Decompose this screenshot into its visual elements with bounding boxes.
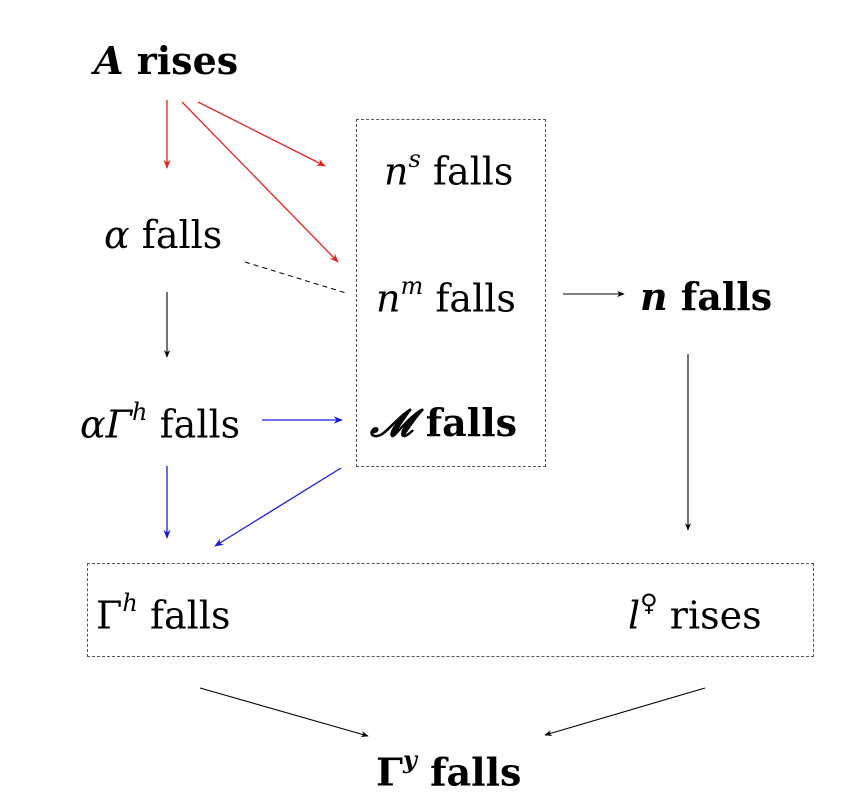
node-gamma-y-symbol: Γ: [376, 749, 403, 795]
node-alpha-gamma-h-falls: αΓh falls: [80, 400, 241, 447]
node-ns-sup: s: [408, 145, 421, 173]
edge-gh-to-gy: [199, 687, 369, 738]
node-ns-falls: ns falls: [384, 147, 514, 194]
node-gamma-y-text: falls: [430, 749, 522, 795]
node-l-text: rises: [669, 593, 762, 638]
node-nm-falls: nm falls: [376, 274, 516, 321]
edge-a-to-ns: [197, 101, 326, 167]
node-gamma-y-falls: Γy falls: [376, 748, 522, 795]
node-M-text: falls: [425, 400, 518, 445]
node-ns-symbol: n: [384, 149, 409, 194]
node-l-sup: ♀: [640, 589, 658, 617]
node-alpha-text: falls: [141, 213, 223, 257]
node-nm-sup: m: [400, 272, 424, 300]
edge-a-to-nm: [181, 101, 339, 263]
node-M-falls: 𝓜 falls: [370, 404, 517, 442]
gamma-l-group-box: [87, 563, 814, 657]
node-nm-symbol: n: [376, 276, 401, 321]
node-alpha-gamma-sup: h: [132, 398, 148, 426]
node-gamma-h-sup: h: [122, 589, 138, 617]
node-l-symbol: l: [628, 593, 641, 638]
edge-alpha-to-nm: [244, 261, 347, 294]
node-a-text: rises: [136, 38, 239, 83]
node-M-symbol: 𝓜: [370, 400, 413, 445]
n-group-box: [356, 119, 546, 467]
node-alpha-gamma-symbol: αΓ: [80, 402, 133, 447]
node-gamma-y-sup: y: [402, 745, 417, 774]
edge-l-to-gy: [544, 687, 706, 737]
node-gamma-h-symbol: Γ: [96, 593, 123, 638]
node-gamma-h-falls: Γh falls: [96, 591, 231, 638]
node-n-falls: n falls: [640, 278, 772, 316]
edge-M-to-gh: [214, 467, 342, 547]
node-gamma-h-text: falls: [149, 593, 231, 638]
node-ns-text: falls: [432, 149, 514, 194]
node-alpha-falls: α falls: [104, 216, 222, 254]
node-a-rises: A rises: [94, 42, 238, 80]
node-a-symbol: A: [94, 38, 124, 83]
node-n-symbol: n: [640, 274, 668, 319]
node-l-rises: l♀ rises: [628, 591, 762, 638]
node-n-text: falls: [680, 274, 773, 319]
node-alpha-symbol: α: [104, 213, 130, 257]
node-nm-text: falls: [435, 276, 516, 321]
node-alpha-gamma-text: falls: [159, 402, 241, 447]
